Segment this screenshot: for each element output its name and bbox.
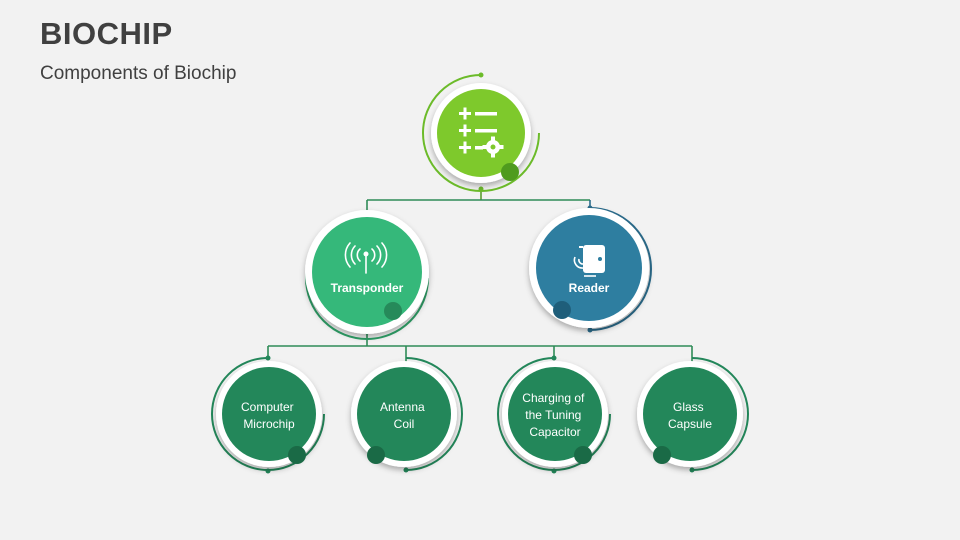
svg-text:Computer Microchip: Computer Microchip xyxy=(241,400,297,431)
root-node xyxy=(422,72,540,192)
antenna-coil-label-line1: Antenna xyxy=(380,400,425,414)
transponder-node: Transponder xyxy=(305,210,429,340)
page-subtitle: Components of Biochip xyxy=(40,63,237,84)
antenna-coil-node: Antenna Coil xyxy=(351,357,463,473)
computer-microchip-node: Computer Microchip xyxy=(211,355,325,474)
glass-capsule-node: Glass Capsule xyxy=(637,357,749,473)
plus-minus-gear-icon xyxy=(459,107,504,158)
charging-capacitor-node: Charging of the Tuning Capacitor xyxy=(497,355,611,474)
computer-microchip-label-line1: Computer xyxy=(241,400,294,414)
svg-text:Antenna Coil: Antenna Coil xyxy=(380,400,428,431)
nfc-reader-icon xyxy=(573,245,605,277)
antenna-coil-label-line2: Coil xyxy=(394,417,415,431)
antenna-signal-icon xyxy=(344,242,388,274)
glass-capsule-label-line1: Glass xyxy=(673,400,704,414)
svg-text:Glass Capsule: Glass Capsule xyxy=(668,400,712,431)
svg-text:Charging of the Tuning: Charging of the Tuning Capacitor xyxy=(522,391,587,439)
charging-label-line1: Charging of xyxy=(522,391,585,405)
reader-node: Reader xyxy=(529,205,652,333)
page-title: BIOCHIP xyxy=(40,16,173,51)
computer-microchip-label-line2: Microchip xyxy=(243,417,295,431)
charging-label-line2: the Tuning xyxy=(525,408,581,422)
antenna-tip-icon xyxy=(363,251,369,257)
charging-label-line3: Capacitor xyxy=(529,425,580,439)
transponder-label: Transponder xyxy=(331,281,404,295)
glass-capsule-label-line2: Capsule xyxy=(668,417,712,431)
reader-label: Reader xyxy=(569,281,610,295)
